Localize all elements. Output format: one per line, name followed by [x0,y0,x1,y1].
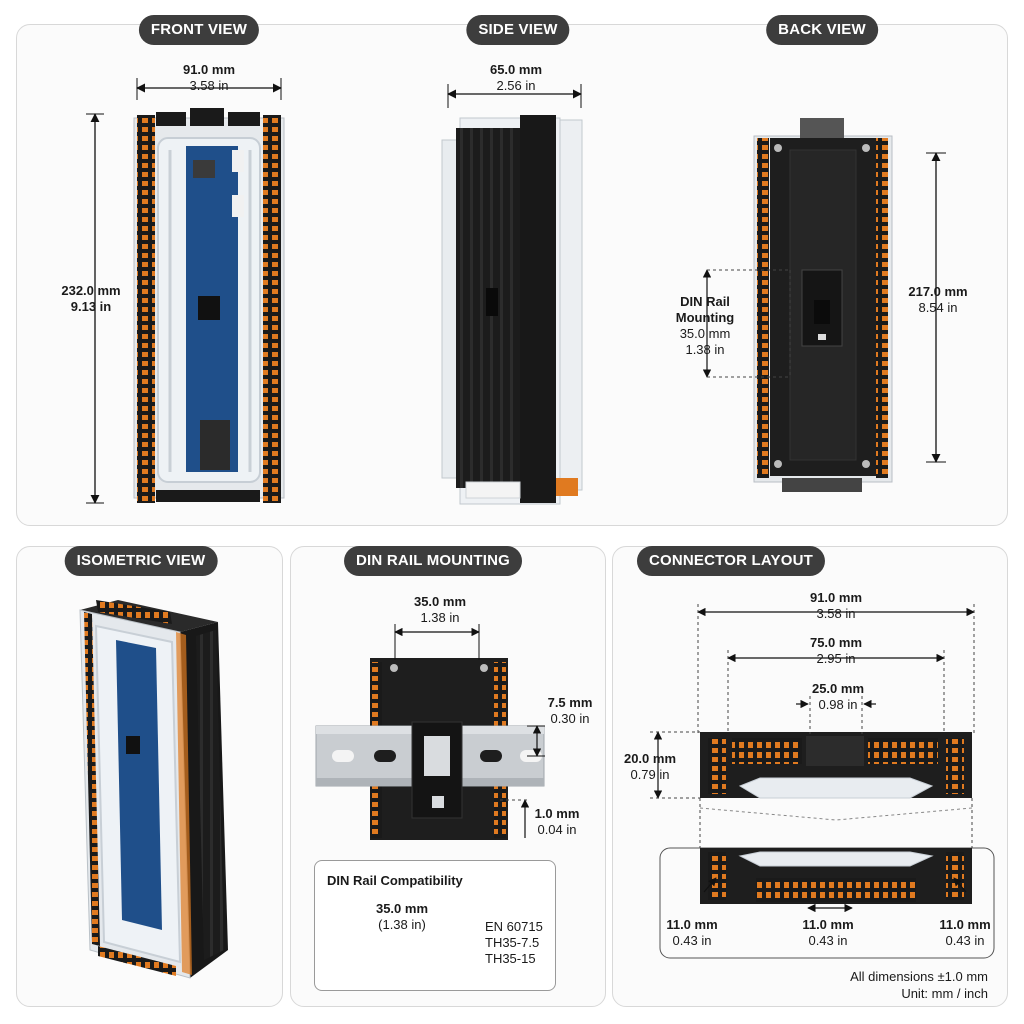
din-standards: EN 60715 TH35-7.5 TH35-15 [485,919,543,967]
back-view-device [753,118,893,492]
tolerance-note: All dimensions ±1.0 mm Unit: mm / inch [820,968,988,1002]
din-width-mm: 35.0 mm [413,594,467,609]
conn-overall-in: 3.58 in [816,606,856,621]
conn-pitch-right-label: 11.0 mm 0.43 in [933,917,997,949]
front-height-mm: 232.0 mm [61,283,121,298]
conn-height-mm: 20.0 mm [623,751,677,766]
conn-pitch-mid-mm: 11.0 mm [802,917,854,932]
conn-pitch-left-mm: 11.0 mm [666,917,718,932]
conn-center-in: 0.98 in [818,697,858,712]
back-height-mm: 217.0 mm [908,284,968,299]
conn-overall-label: 91.0 mm 3.58 in [796,590,876,622]
back-height-in: 8.54 in [918,300,958,315]
din-depth-in: 0.30 in [550,711,590,726]
back-height-label: 217.0 mm 8.54 in [904,284,972,316]
connector-bottom-strip [700,848,972,904]
back-rail-label: DIN Rail Mounting 35.0 mm 1.38 in [668,294,742,358]
conn-center-label: 25.0 mm 0.98 in [806,681,870,713]
din-rail-device [315,658,545,840]
front-view-device [133,108,285,503]
back-rail-mm: 35.0 mm [679,326,731,341]
din-profile-in: (1.38 in) [378,917,426,932]
din-thickness-in: 0.04 in [537,822,577,837]
isometric-device [79,600,228,979]
conn-center-mm: 25.0 mm [811,681,865,696]
side-depth-label: 65.0 mm 2.56 in [466,62,566,94]
conn-pitch-right-mm: 11.0 mm [939,917,991,932]
front-width-in: 3.58 in [189,78,229,93]
connector-top-strip [700,732,972,799]
tolerance-line: All dimensions ±1.0 mm [850,969,988,984]
conn-pitch-right-in: 0.43 in [945,933,985,948]
front-height-in: 9.13 in [70,299,112,314]
din-width-label: 35.0 mm 1.38 in [395,594,485,626]
din-rail-mounting-title: DIN RAIL MOUNTING [344,546,522,576]
side-view-device [441,115,583,505]
connector-layout-title: CONNECTOR LAYOUT [636,546,826,576]
conn-pitch-left-label: 11.0 mm 0.43 in [660,917,724,949]
din-compatibility-box: DIN Rail Compatibility EN 60715 TH35-7.5… [314,860,556,991]
din-profile-label: 35.0 mm (1.38 in) [362,901,442,933]
side-view-title: SIDE VIEW [466,15,570,45]
din-depth-label: 7.5 mm 0.30 in [544,695,596,727]
din-thickness-mm: 1.0 mm [534,806,580,821]
conn-pitch-mid-label: 11.0 mm 0.43 in [796,917,860,949]
front-height-label: 232.0 mm 9.13 in [56,283,126,315]
din-profile-mm: 35.0 mm [375,901,429,916]
isometric-view-title: ISOMETRIC VIEW [64,546,218,576]
din-thickness-label: 1.0 mm 0.04 in [532,806,582,838]
standard-th35-15: TH35-15 [485,951,536,966]
front-width-mm: 91.0 mm [182,62,236,77]
din-compatibility-title: DIN Rail Compatibility [327,873,463,888]
conn-inner-mm: 75.0 mm [809,635,863,650]
conn-inner-label: 75.0 mm 2.95 in [796,635,876,667]
front-width-label: 91.0 mm 3.58 in [159,62,259,94]
back-view-title: BACK VIEW [766,15,878,45]
conn-height-label: 20.0 mm 0.79 in [618,751,682,783]
conn-overall-mm: 91.0 mm [809,590,863,605]
conn-inner-in: 2.95 in [816,651,856,666]
conn-height-in: 0.79 in [630,767,670,782]
side-depth-mm: 65.0 mm [489,62,543,77]
back-rail-in: 1.38 in [685,342,725,357]
standard-en60715: EN 60715 [485,919,543,934]
din-depth-mm: 7.5 mm [547,695,593,710]
front-view-title: FRONT VIEW [138,15,260,45]
unit-line: Unit: mm / inch [901,986,988,1001]
conn-pitch-left-in: 0.43 in [672,933,712,948]
standard-th35-75: TH35-7.5 [485,935,540,950]
din-width-in: 1.38 in [420,610,460,625]
conn-pitch-mid-in: 0.43 in [808,933,848,948]
back-rail-title-2: Mounting [675,310,735,325]
side-depth-in: 2.56 in [496,78,536,93]
back-rail-title-1: DIN Rail [680,294,730,309]
